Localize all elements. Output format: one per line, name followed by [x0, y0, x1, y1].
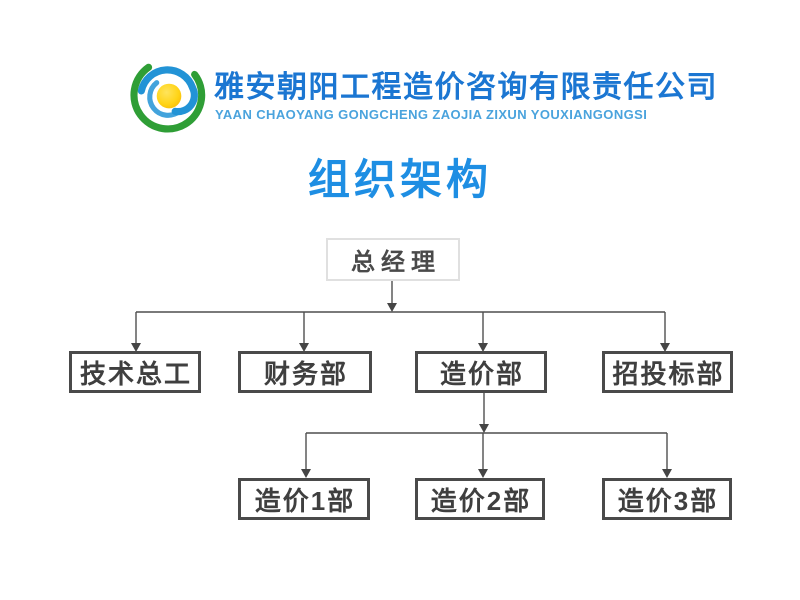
- org-node-label: 总经理: [351, 249, 441, 276]
- org-node-label: 造价部: [439, 358, 524, 389]
- org-node-cost-dept-2: 造价2部: [415, 478, 545, 520]
- org-node-cost-dept: 造价部: [415, 351, 547, 393]
- org-node-finance-dept: 财务部: [238, 351, 372, 393]
- org-node-general-manager: 总经理: [326, 238, 460, 281]
- org-node-cost-dept-3: 造价3部: [602, 478, 732, 520]
- org-node-bidding-dept: 招投标部: [602, 351, 733, 393]
- org-node-label: 财务部: [263, 358, 348, 389]
- company-name: 雅安朝阳工程造价咨询有限责任公司: [214, 71, 718, 104]
- page-title: 组织架构: [307, 156, 492, 203]
- org-node-label: 技术总工: [79, 358, 192, 389]
- org-node-label: 造价3部: [617, 485, 719, 516]
- org-node-label: 造价1部: [254, 485, 356, 516]
- company-name-pinyin: YAAN CHAOYANG GONGCHENG ZAOJIA ZIXUN YOU…: [215, 107, 648, 122]
- org-node-label: 招投标部: [612, 358, 725, 389]
- org-node-label: 造价2部: [430, 485, 532, 516]
- company-logo-icon: [130, 63, 206, 133]
- org-node-cost-dept-1: 造价1部: [238, 478, 370, 520]
- org-node-technical-chief: 技术总工: [69, 351, 201, 393]
